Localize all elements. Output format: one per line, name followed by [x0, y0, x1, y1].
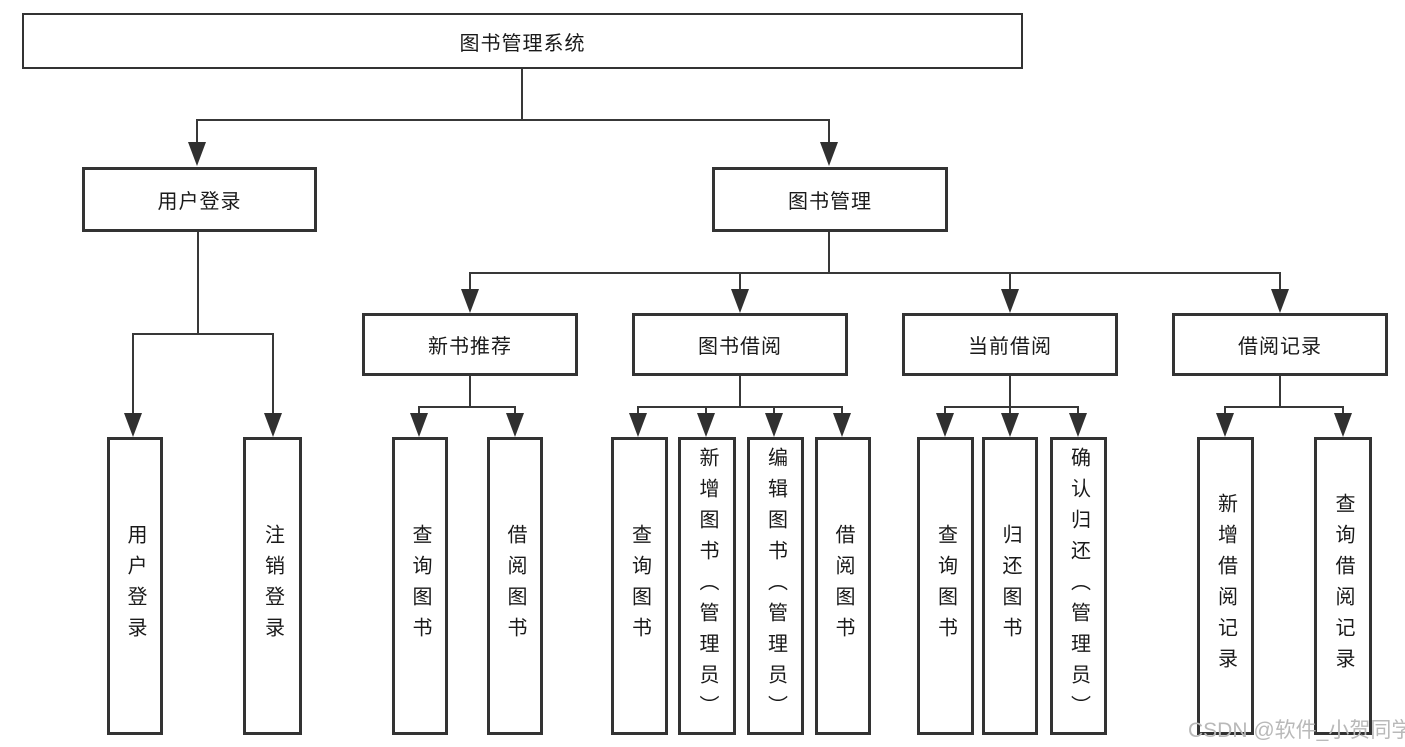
leaf-borrowing-edit-books-admin: 编辑图书（管理员）: [747, 437, 804, 735]
arrowhead-down-icon: [629, 413, 647, 437]
leaf-label: 查询图书: [409, 524, 431, 648]
node-book-management: 图书管理: [712, 167, 948, 232]
arrowhead-down-icon: [188, 142, 206, 166]
arrowhead-down-icon: [1001, 289, 1019, 313]
leaf-borrowing-add-books-admin: 新增图书（管理员）: [678, 437, 736, 735]
node-current-borrowing: 当前借阅: [902, 313, 1118, 376]
watermark: CSDN @软件_小贺同学: [1188, 719, 1405, 742]
arrowhead-down-icon: [1069, 413, 1087, 437]
node-label: 当前借阅: [968, 336, 1052, 358]
arrowhead-down-icon: [765, 413, 783, 437]
node-label: 借阅记录: [1238, 336, 1322, 358]
leaf-label: 查询图书: [934, 524, 957, 648]
leaf-current-return-books: 归还图书: [982, 437, 1038, 735]
node-user-login: 用户登录: [82, 167, 317, 232]
node-borrowing-records: 借阅记录: [1172, 313, 1388, 376]
arrowhead-down-icon: [264, 413, 282, 437]
leaf-label: 注销登录: [261, 524, 284, 648]
leaf-borrowing-query-books: 查询图书: [611, 437, 668, 735]
leaf-records-add-borrow-record: 新增借阅记录: [1197, 437, 1254, 735]
arrowhead-down-icon: [124, 413, 142, 437]
leaf-current-query-books: 查询图书: [917, 437, 974, 735]
leaf-user-login: 用户登录: [107, 437, 163, 735]
leaf-label: 新增图书（管理员）: [696, 446, 718, 726]
node-label: 图书管理系统: [459, 32, 586, 55]
leaf-label: 编辑图书（管理员）: [764, 446, 787, 726]
node-label: 用户登录: [157, 191, 242, 213]
arrowhead-down-icon: [833, 413, 851, 437]
leaf-label: 查询借阅记录: [1332, 493, 1354, 679]
leaf-records-query-borrow-record: 查询借阅记录: [1314, 437, 1372, 735]
leaf-borrowing-borrow-books: 借阅图书: [815, 437, 871, 735]
leaf-newbook-borrow-books: 借阅图书: [487, 437, 543, 735]
arrowhead-down-icon: [697, 413, 715, 437]
leaf-logout-login: 注销登录: [243, 437, 302, 735]
arrowhead-down-icon: [410, 413, 428, 437]
arrowhead-down-icon: [1001, 413, 1019, 437]
arrowhead-down-icon: [936, 413, 954, 437]
leaf-label: 借阅图书: [504, 524, 526, 648]
leaf-newbook-query-books: 查询图书: [392, 437, 448, 735]
node-library-management-system: 图书管理系统: [22, 13, 1023, 69]
node-label: 新书推荐: [428, 336, 512, 358]
arrowhead-down-icon: [820, 142, 838, 166]
leaf-current-confirm-return-admin: 确认归还（管理员）: [1050, 437, 1107, 735]
node-book-borrowing: 图书借阅: [632, 313, 848, 376]
leaf-label: 归还图书: [999, 524, 1021, 648]
leaf-label: 查询图书: [628, 524, 651, 648]
leaf-label: 用户登录: [124, 524, 146, 648]
arrowhead-down-icon: [731, 289, 749, 313]
arrowhead-down-icon: [1271, 289, 1289, 313]
arrowhead-down-icon: [461, 289, 479, 313]
leaf-label: 新增借阅记录: [1214, 493, 1237, 679]
arrowhead-down-icon: [1334, 413, 1352, 437]
node-label: 图书借阅: [698, 336, 782, 358]
leaf-label: 借阅图书: [832, 524, 854, 648]
node-label: 图书管理: [788, 191, 872, 213]
node-new-book-recommend: 新书推荐: [362, 313, 578, 376]
leaf-label: 确认归还（管理员）: [1067, 446, 1090, 726]
arrowhead-down-icon: [1216, 413, 1234, 437]
arrowhead-down-icon: [506, 413, 524, 437]
